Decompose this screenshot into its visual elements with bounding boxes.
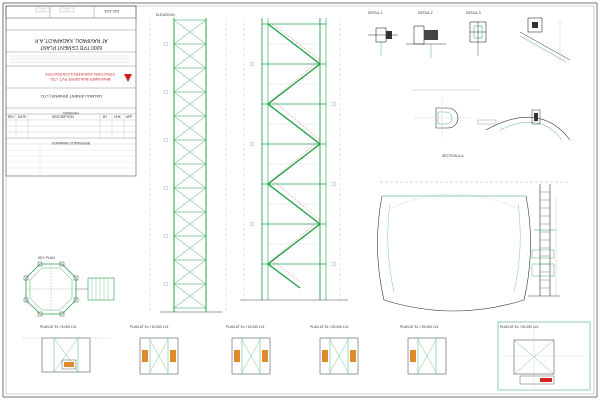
plan-view-3: PLAN AT EL.+15.000 LVL: [226, 325, 271, 375]
project-line-1: 6000 TPD CEMENT PLANT: [40, 44, 102, 50]
plan-view-2-label: PLAN AT EL.+10.000 LVL: [130, 325, 169, 329]
plan-view-4-label: PLAN AT EL.+20.000 LVL: [310, 325, 349, 329]
revision-header: REVISION: [63, 111, 79, 115]
company-block: BHAGWATI BUILDERS PVT. LTD. STRUCTURAL E…: [6, 65, 136, 99]
rev-col-app: APP: [126, 115, 132, 119]
section-aa-label: SECTION A-A: [442, 154, 464, 158]
drawing-number: DG-1/21: [103, 9, 119, 14]
detail-3: DETAIL-3: [466, 11, 487, 56]
cage-ladder: [531, 184, 557, 296]
plan-view-6: PLAN AT EL.+30.000 LVL: [497, 321, 591, 391]
rev-col-chk: CHK: [114, 115, 122, 119]
plan-view-3-label: PLAN AT EL.+15.000 LVL: [226, 325, 265, 329]
detail-1-label: DETAIL-1: [368, 11, 383, 15]
company-tagline: STRUCTURAL ENGINEERS & CONTRACTORS: [45, 72, 114, 76]
curved-platform-detail: [477, 109, 571, 141]
revision-table: REVISION REV DATE DESCRIPTION BY CHK APP: [6, 107, 136, 138]
sheet-inner-border: [5, 5, 595, 395]
company-name: BHAGWATI BUILDERS PVT. LTD.: [49, 77, 110, 82]
plan-view-2: PLAN AT EL.+10.000 LVL: [130, 325, 179, 375]
plan-view-1-label: PLAN AT EL.+5.000 LVL: [40, 325, 77, 329]
rev-col-date: DATE: [18, 115, 26, 119]
key-plan: KEY PLAN: [23, 256, 115, 317]
title-block: DG-1/21 6000 TPD CEMENT PLANT AT RAVIPAD…: [5, 5, 137, 177]
detail-2: DETAIL-2: [406, 11, 446, 58]
title-notes: [10, 55, 130, 63]
staircase-elevation: [240, 18, 348, 301]
plan-view-5-label: PLAN AT EL.+25.000 LVL: [400, 325, 439, 329]
client-name: DALMIA CEMENT (BHARAT) LTD.: [40, 94, 102, 99]
plan-view-6-label: PLAN AT EL.+30.000 LVL: [500, 325, 539, 329]
plan-view-4: PLAN AT EL.+20.000 LVL: [310, 325, 359, 375]
opening-detail: [412, 89, 480, 138]
drawing-number-box: [5, 5, 137, 19]
rev-col-desc: DESCRIPTION: [52, 115, 74, 119]
detail-1: DETAIL-1: [368, 11, 398, 56]
plan-view-5: PLAN AT EL.+25.000 LVL: [400, 325, 447, 375]
tower-elevation: ELEVATION: [149, 13, 227, 313]
rev-col-rev: REV: [8, 115, 15, 119]
detail-2-label: DETAIL-2: [418, 11, 433, 15]
detail-3-label: DETAIL-3: [466, 11, 481, 15]
key-plan-label: KEY PLAN: [38, 256, 55, 260]
reference-drawings-table: REFERENCE DRAWINGS: [6, 137, 136, 176]
project-line-2: AT RAVIPADU, KADAPA DT, A.P.: [34, 37, 107, 43]
rev-col-by: BY: [103, 115, 108, 119]
plan-view-1: PLAN AT EL.+5.000 LVL: [22, 325, 110, 373]
company-logo: [124, 74, 132, 82]
section-aa: SECTION A-A: [377, 154, 570, 312]
reference-header: REFERENCE DRAWINGS: [52, 141, 90, 145]
detail-4: [519, 17, 571, 63]
elevation-label: ELEVATION: [156, 13, 175, 17]
